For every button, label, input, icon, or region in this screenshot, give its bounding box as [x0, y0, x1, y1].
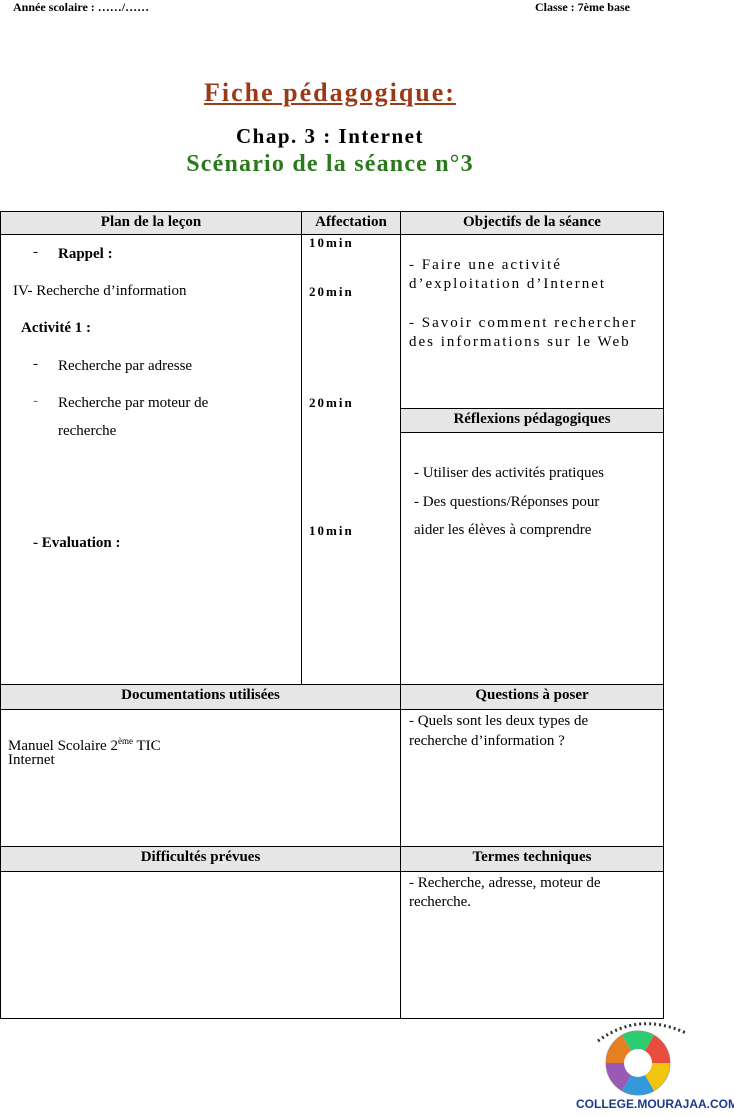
- affectation-cell: [301, 234, 401, 685]
- objectif-1-cont: d’exploitation d’Internet: [409, 276, 607, 292]
- doc-manuel: Manuel Scolaire 2ème TIC: [8, 736, 161, 754]
- termes-1: - Recherche, adresse, moteur de: [409, 875, 601, 891]
- plan-activite: Activité 1 :: [21, 320, 91, 336]
- time-recherche: 20min: [309, 284, 354, 299]
- time-evaluation: 10min: [309, 523, 354, 538]
- plan-evaluation: - Evaluation :: [33, 535, 121, 551]
- header-affectation: Affectation: [301, 211, 401, 235]
- header-termes: Termes techniques: [400, 846, 664, 872]
- termes-cell: [400, 871, 664, 1019]
- classe-label: Classe : 7ème base: [535, 0, 630, 14]
- objectif-1: - Faire une activité: [409, 257, 562, 273]
- plan-cell: [0, 234, 302, 685]
- header-questions: Questions à poser: [400, 684, 664, 710]
- logo-wheel-icon: [597, 1022, 687, 1096]
- header-plan: Plan de la leçon: [0, 211, 302, 235]
- header-reflexions: Réflexions pédagogiques: [400, 408, 664, 433]
- bullet-dash: -: [33, 393, 38, 409]
- plan-item-moteur-cont: recherche: [58, 423, 117, 439]
- college-logo: COLLEGE.MOURAJAA.COM: [576, 1011, 734, 1111]
- reflexion-3: aider les élèves à comprendre: [414, 522, 592, 538]
- page-title: Fiche pédagogique:: [204, 78, 456, 107]
- chapter-title: Chap. 3 : Internet: [236, 124, 424, 148]
- plan-section: IV- Recherche d’information: [13, 283, 187, 299]
- bullet-dash: -: [33, 356, 38, 372]
- documentations-cell: [0, 709, 401, 847]
- header-documentations: Documentations utilisées: [0, 684, 401, 710]
- time-moteur: 20min: [309, 395, 354, 410]
- plan-rappel: Rappel :: [58, 246, 113, 262]
- difficultes-cell: [0, 871, 401, 1019]
- reflexion-2: - Des questions/Réponses pour: [414, 494, 600, 510]
- scenario-title: Scénario de la séance n°3: [186, 151, 474, 177]
- logo-site-text: COLLEGE.MOURAJAA.COM: [576, 1097, 734, 1111]
- objectif-2: - Savoir comment rechercher: [409, 315, 638, 331]
- header-difficultes: Difficultés prévues: [0, 846, 401, 872]
- time-rappel: 10min: [309, 235, 354, 250]
- reflexion-1: - Utiliser des activités pratiques: [414, 465, 604, 481]
- question-1: - Quels sont les deux types de: [409, 713, 589, 729]
- plan-item-adresse: Recherche par adresse: [58, 358, 193, 374]
- plan-item-moteur: Recherche par moteur de: [58, 395, 209, 411]
- objectif-2-cont: des informations sur le Web: [409, 334, 631, 350]
- question-1-cont: recherche d’information ?: [409, 733, 565, 749]
- annee-scolaire: Année scolaire : ……/……: [13, 0, 150, 14]
- termes-1-cont: recherche.: [409, 894, 472, 910]
- header-objectifs: Objectifs de la séance: [400, 211, 664, 235]
- doc-internet: Internet: [8, 752, 55, 768]
- bullet-dash: -: [33, 244, 38, 260]
